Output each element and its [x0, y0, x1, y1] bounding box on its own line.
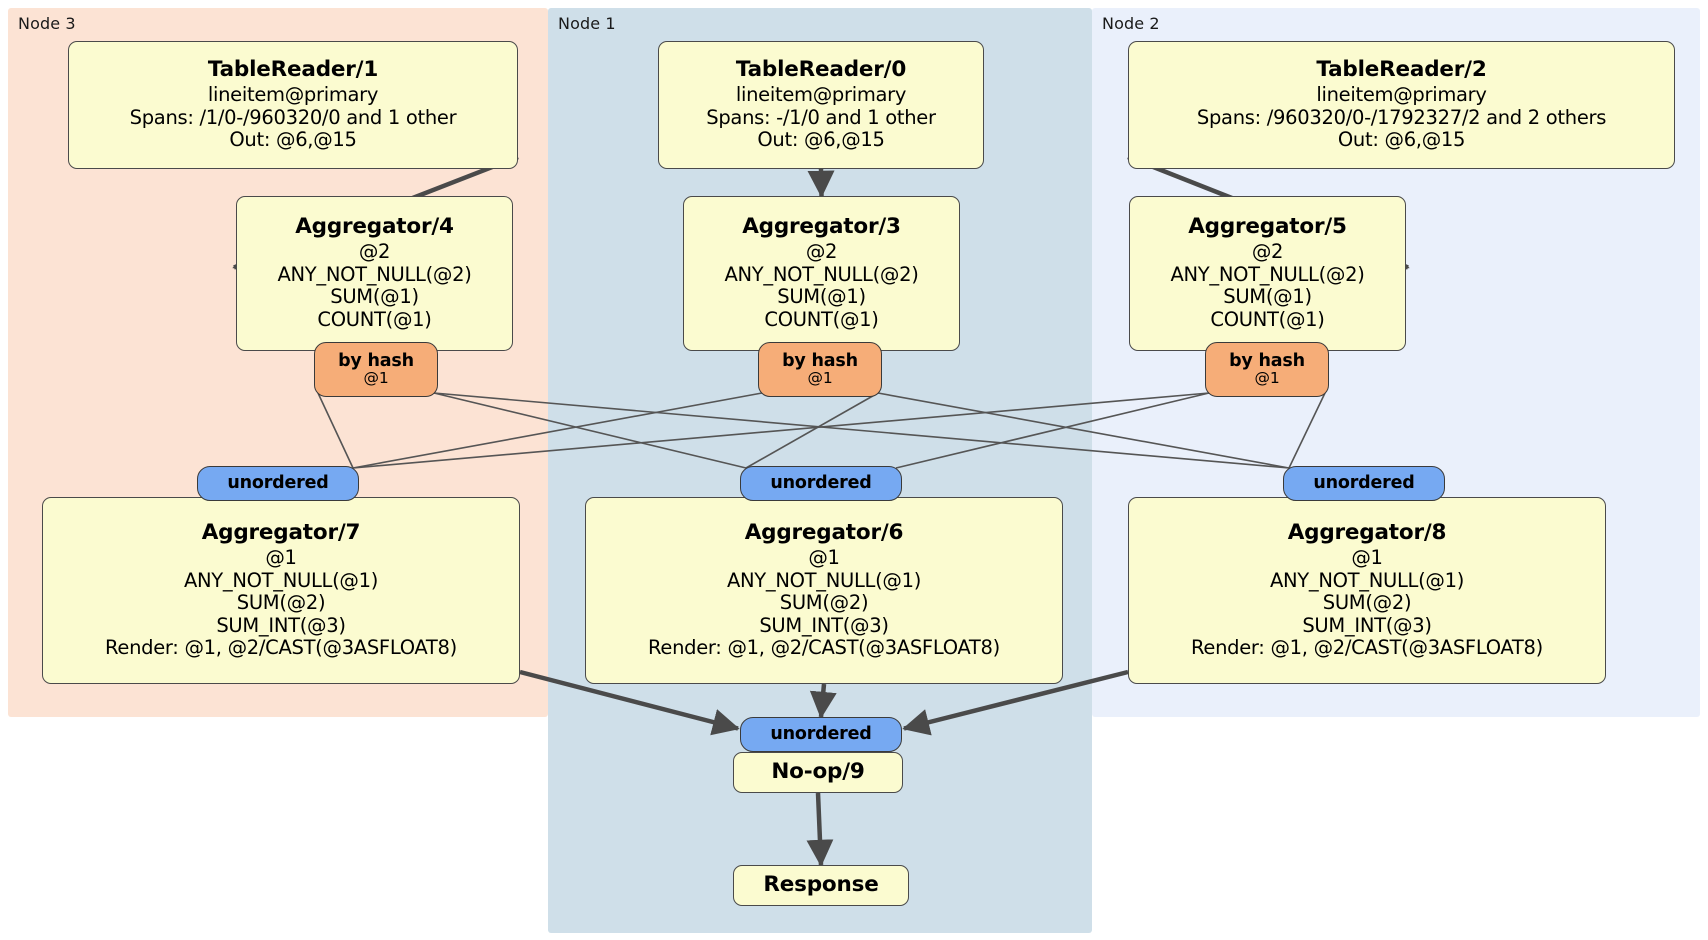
plan-node-detail: ANY_NOT_NULL(@2)	[1170, 262, 1365, 286]
plan-node-title: TableReader/1	[207, 57, 379, 83]
badge-label: by hash	[1229, 350, 1305, 371]
panel-label-node-3: Node 3	[18, 14, 76, 33]
edge-hash3-to-unord8	[877, 392, 1290, 469]
badge-sublabel: @1	[807, 369, 833, 388]
panel-label-node-1: Node 1	[558, 14, 616, 33]
plan-node-detail: ANY_NOT_NULL(@1)	[183, 568, 379, 592]
edge-noop9-to-response	[806, 792, 834, 867]
badge-label: by hash	[782, 350, 858, 371]
edge-hash3-to-unord6	[745, 392, 879, 469]
plan-node-detail: ANY_NOT_NULL(@2)	[277, 262, 472, 286]
plan-node-detail: ANY_NOT_NULL(@1)	[726, 568, 922, 592]
edge-agg8-to-unord9	[902, 669, 1129, 736]
edge-tr0-to-agg3	[807, 168, 835, 198]
plan-node-detail: Out: @6,@15	[757, 128, 885, 152]
plan-node-detail: Spans: /1/0-/960320/0 and 1 other	[129, 105, 457, 129]
edge-agg7-to-unord9	[519, 669, 740, 736]
plan-node-detail: @2	[358, 240, 391, 264]
badge-label: by hash	[338, 350, 414, 371]
edge-hash5-to-unord6	[895, 392, 1210, 469]
plan-node-detail: @2	[1251, 240, 1284, 264]
edge-hash5-to-unord7	[352, 392, 1210, 469]
badge-unordered-unord6[interactable]: unordered	[740, 466, 902, 501]
plan-node-detail: SUM(@1)	[777, 285, 866, 309]
badge-label: unordered	[1313, 472, 1415, 493]
plan-node-detail: Out: @6,@15	[1337, 128, 1466, 152]
plan-node-title: Aggregator/4	[295, 214, 454, 240]
plan-node-detail: Out: @6,@15	[229, 128, 357, 152]
plan-node-title: Aggregator/5	[1188, 214, 1347, 240]
edge-hash5-to-unord8	[1288, 392, 1326, 469]
panel-label-node-2: Node 2	[1102, 14, 1160, 33]
plan-node-detail: COUNT(@1)	[317, 308, 432, 332]
plan-node-detail: SUM_INT(@3)	[759, 613, 889, 637]
badge-by-hash-hash5[interactable]: by hash@1	[1205, 342, 1329, 397]
badge-label: unordered	[770, 723, 872, 744]
plan-node-noop9[interactable]: No-op/9	[733, 752, 903, 793]
badge-by-hash-hash4[interactable]: by hash@1	[314, 342, 438, 397]
badge-by-hash-hash3[interactable]: by hash@1	[758, 342, 882, 397]
plan-node-detail: COUNT(@1)	[764, 308, 879, 332]
plan-node-response[interactable]: Response	[733, 865, 909, 906]
plan-node-detail: SUM(@2)	[236, 591, 326, 615]
plan-node-detail: ANY_NOT_NULL(@1)	[1269, 568, 1465, 592]
badge-unordered-unord8[interactable]: unordered	[1283, 466, 1445, 501]
plan-node-detail: lineitem@primary	[735, 83, 907, 107]
edge-hash3-to-unord7	[352, 392, 763, 469]
plan-node-detail: COUNT(@1)	[1210, 308, 1325, 332]
plan-node-detail: lineitem@primary	[207, 83, 379, 107]
plan-node-detail: ANY_NOT_NULL(@2)	[724, 262, 919, 286]
plan-node-detail: @1	[265, 545, 297, 569]
badge-unordered-unord9[interactable]: unordered	[740, 717, 902, 752]
badge-unordered-unord7[interactable]: unordered	[197, 466, 359, 501]
plan-node-detail: Spans: /960320/0-/1792327/2 and 2 others	[1196, 105, 1607, 129]
plan-node-detail: SUM(@2)	[1322, 591, 1412, 615]
edge-hash4-to-unord7	[317, 392, 354, 469]
plan-node-title: No-op/9	[771, 758, 865, 784]
plan-node-detail: SUM_INT(@3)	[1302, 613, 1432, 637]
plan-node-detail: @1	[1351, 545, 1383, 569]
plan-node-detail: @1	[808, 545, 840, 569]
edge-agg6-to-unord9	[809, 683, 837, 719]
plan-node-detail: SUM(@1)	[1223, 285, 1312, 309]
plan-node-title: Aggregator/6	[744, 520, 904, 545]
plan-node-title: Response	[763, 871, 879, 897]
plan-node-detail: SUM_INT(@3)	[216, 613, 346, 637]
plan-node-detail: SUM(@2)	[779, 591, 869, 615]
plan-node-detail: @2	[805, 240, 838, 264]
plan-node-title: TableReader/2	[1316, 57, 1487, 83]
plan-node-title: Aggregator/3	[742, 214, 901, 240]
plan-node-detail: Render: @1, @2/CAST(@3ASFLOAT8)	[648, 636, 1000, 660]
edge-hash4-to-unord6	[433, 392, 747, 469]
badge-label: unordered	[770, 472, 872, 493]
plan-node-detail: Spans: -/1/0 and 1 other	[706, 105, 936, 129]
edge-hash4-to-unord8	[433, 392, 1290, 469]
plan-node-detail: Render: @1, @2/CAST(@3ASFLOAT8)	[1191, 636, 1543, 660]
badge-label: unordered	[227, 472, 329, 493]
badge-sublabel: @1	[1254, 369, 1280, 388]
plan-node-title: TableReader/0	[735, 57, 907, 83]
plan-node-detail: lineitem@primary	[1316, 83, 1487, 107]
plan-node-detail: Render: @1, @2/CAST(@3ASFLOAT8)	[105, 636, 457, 660]
plan-node-detail: SUM(@1)	[330, 285, 419, 309]
badge-sublabel: @1	[363, 369, 389, 388]
plan-node-title: Aggregator/7	[201, 520, 361, 545]
plan-node-title: Aggregator/8	[1287, 520, 1447, 545]
